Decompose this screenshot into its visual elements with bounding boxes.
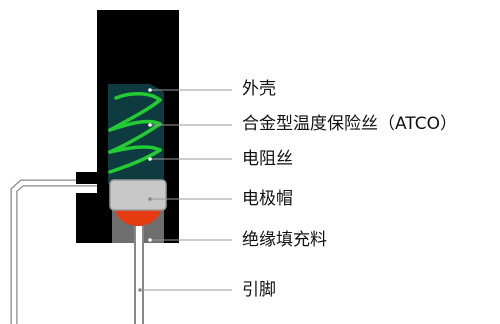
label-resistance-wire: 电阻丝: [242, 149, 293, 169]
fuse-body: [108, 84, 164, 184]
lead-pin: [134, 226, 144, 324]
label-fuse: 合金型温度保险丝（ATCO）: [242, 114, 457, 134]
dot-lead-pin: [138, 288, 142, 292]
dot-shell: [148, 88, 152, 92]
dot-insulation-filler: [148, 238, 152, 242]
dot-resistance-wire: [148, 157, 152, 161]
shell-inner-edge: [97, 74, 164, 92]
callout-dots: [138, 88, 152, 292]
dot-electrode-cap: [148, 197, 152, 201]
dot-fuse: [148, 123, 152, 127]
electrode-cap: [109, 179, 167, 226]
resistance-wire-coil: [108, 92, 162, 174]
bent-lead-wire: [10, 179, 100, 324]
label-electrode-cap: 电极帽: [242, 189, 293, 209]
label-lead-pin: 引脚: [242, 280, 276, 300]
label-shell: 外壳: [242, 79, 276, 99]
callout-leaders: [140, 89, 232, 291]
label-insulation-filler: 绝缘填充料: [242, 230, 327, 250]
